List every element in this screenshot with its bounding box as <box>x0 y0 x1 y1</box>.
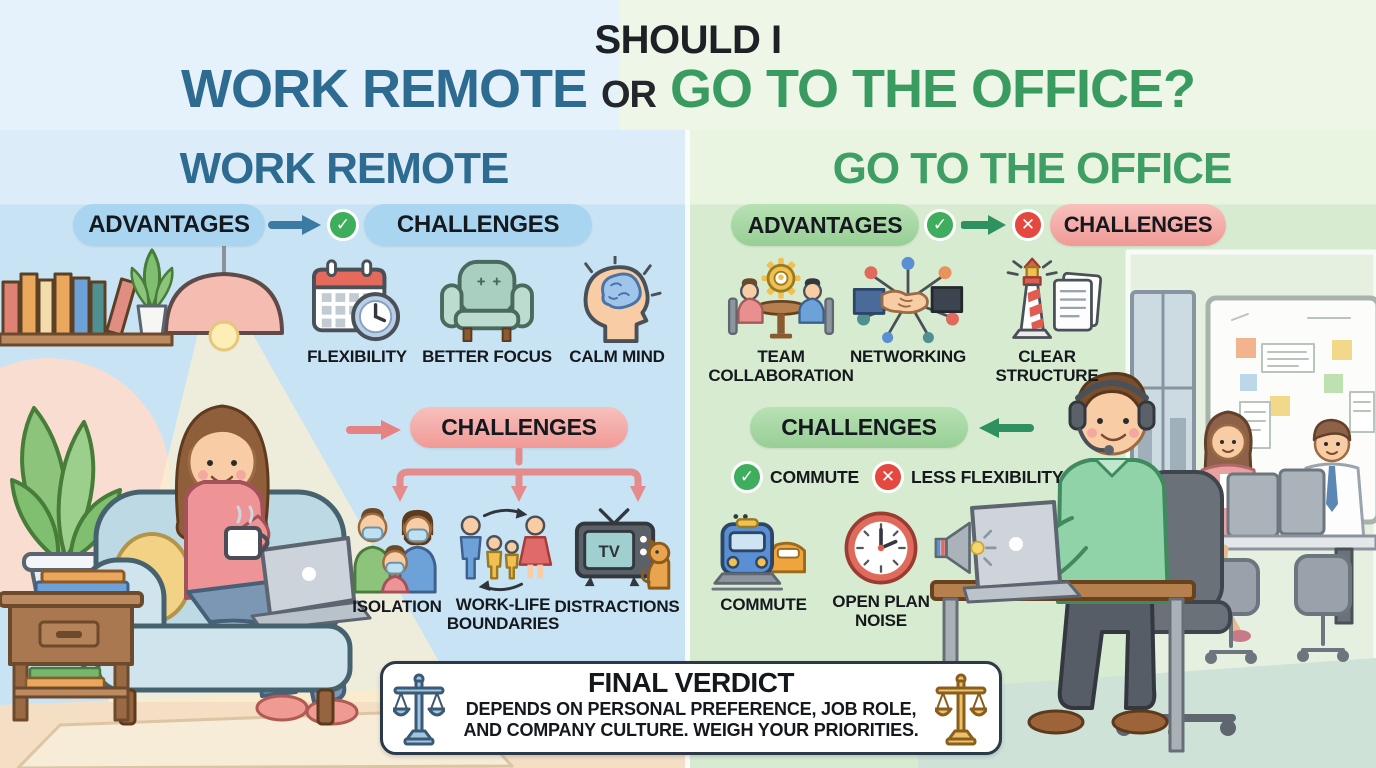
remote-flow-arrow-icon <box>268 215 321 235</box>
office-challenge-noise: OPEN PLAN NOISE <box>826 507 936 630</box>
title-strip-left <box>0 0 620 130</box>
remote-advantage-calm: CALM MIND <box>552 256 682 366</box>
office-advantage-team: TEAM COLLABORATION <box>706 256 856 385</box>
tv-screen-label: TV <box>599 542 620 561</box>
team-collaboration-icon <box>727 257 835 339</box>
balance-scale-blue-icon <box>393 673 445 746</box>
flexibility-tag-label: LESS FLEXIBILITY <box>911 467 1064 487</box>
laptop <box>962 500 1082 604</box>
remote-advantages-badge: ADVANTAGES <box>73 204 265 246</box>
remote-advantage-focus: BETTER FOCUS <box>420 256 554 366</box>
icon-label: TEAM COLLABORATION <box>708 347 854 386</box>
dog <box>640 537 671 590</box>
office-challenges-badge: CHALLENGES <box>750 407 968 448</box>
remote-challenges-arrow-icon <box>346 420 401 440</box>
remote-branch-arrows-icon <box>392 448 646 502</box>
commute-tag-label: COMMUTE <box>770 467 860 487</box>
verdict-line1: DEPENDS ON PERSONAL PREFERENCE, JOB ROLE… <box>465 699 917 719</box>
bookshelf <box>0 248 174 347</box>
icon-label: ISOLATION <box>352 597 442 616</box>
office-advantage-structure: CLEAR STRUCTURE <box>968 256 1126 385</box>
office-advantage-networking: NETWORKING <box>842 256 974 366</box>
office-check-icon: ✓ <box>924 209 956 241</box>
headset-icon <box>1068 380 1156 455</box>
office-challenges-badge-top: CHALLENGES <box>1050 204 1226 246</box>
remote-challenge-worklife: WORK-LIFE BOUNDARIES <box>440 504 566 633</box>
title-or-text: OR <box>600 74 657 116</box>
worker-man-figure <box>1027 372 1170 735</box>
coffee-mug <box>224 505 270 560</box>
family-cycle-icon <box>459 507 553 592</box>
remote-challenge-isolation: ISOLATION <box>336 506 458 616</box>
train-icon <box>711 514 806 591</box>
office-section-heading: GO TO THE OFFICE <box>832 144 1233 193</box>
title-remote-text: WORK REMOTE <box>181 59 588 119</box>
icon-label: BETTER FOCUS <box>422 347 552 366</box>
clear-structure-icon <box>1006 257 1103 339</box>
lighthouse <box>1006 257 1058 339</box>
balance-scale-orange-icon <box>935 673 987 746</box>
title-office-text: GO TO THE OFFICE? <box>669 59 1196 119</box>
documents <box>1053 271 1103 332</box>
head-brain-icon <box>583 256 662 344</box>
flexibility-cross-icon: ✕ <box>872 461 904 493</box>
tv-dog-icon: TV <box>574 508 671 590</box>
commute-check-icon: ✓ <box>731 461 763 493</box>
office-cross-icon: ✕ <box>1012 209 1044 241</box>
side-table <box>0 569 144 722</box>
open-plan-clock-icon <box>844 511 918 585</box>
remote-challenges-badge-top: CHALLENGES <box>364 204 592 246</box>
slipper <box>255 694 309 722</box>
title-strip-right <box>620 0 1376 130</box>
final-verdict-box: FINAL VERDICT DEPENDS ON PERSONAL PREFER… <box>380 661 1002 755</box>
armchair-icon <box>440 259 534 343</box>
office-advantages-badge: ADVANTAGES <box>731 204 919 246</box>
verdict-title: FINAL VERDICT <box>587 667 795 698</box>
office-flow-arrow-icon <box>961 215 1006 235</box>
remote-section-heading: WORK REMOTE <box>179 144 510 193</box>
remote-advantage-flexibility: FLEXIBILITY <box>290 256 424 366</box>
icon-label: CALM MIND <box>569 347 665 366</box>
calendar-clock-icon <box>312 259 401 342</box>
icon-label: DISTRACTIONS <box>554 597 680 616</box>
icon-label: FLEXIBILITY <box>307 347 407 366</box>
networking-icon <box>852 256 964 344</box>
remote-check-icon: ✓ <box>327 209 359 241</box>
woman-figure <box>174 404 372 726</box>
title-prefix: SHOULD I <box>594 18 782 62</box>
panel-divider <box>685 130 690 768</box>
icon-label: OPEN PLAN NOISE <box>832 592 930 631</box>
remote-challenge-distractions: TV DISTRACTIONS <box>548 506 686 616</box>
icon-label: NETWORKING <box>849 347 967 366</box>
office-back-arrow-icon <box>979 418 1034 438</box>
office-scene-illustration <box>918 249 1376 768</box>
office-challenge-commute: COMMUTE <box>706 504 821 614</box>
icon-label: COMMUTE <box>720 595 807 614</box>
laptop <box>250 536 372 632</box>
icon-label: WORK-LIFE BOUNDARIES <box>446 595 560 634</box>
remote-challenges-badge: CHALLENGES <box>410 407 628 448</box>
page-title: WORK REMOTE OR GO TO THE OFFICE? <box>0 58 1376 120</box>
pendant-lamp <box>164 236 284 352</box>
icon-label: CLEAR STRUCTURE <box>995 347 1099 386</box>
verdict-line2: AND COMPANY CULTURE. WEIGH YOUR PRIORITI… <box>463 720 919 741</box>
speaker-icon <box>934 521 997 575</box>
masked-family-icon <box>353 507 437 594</box>
